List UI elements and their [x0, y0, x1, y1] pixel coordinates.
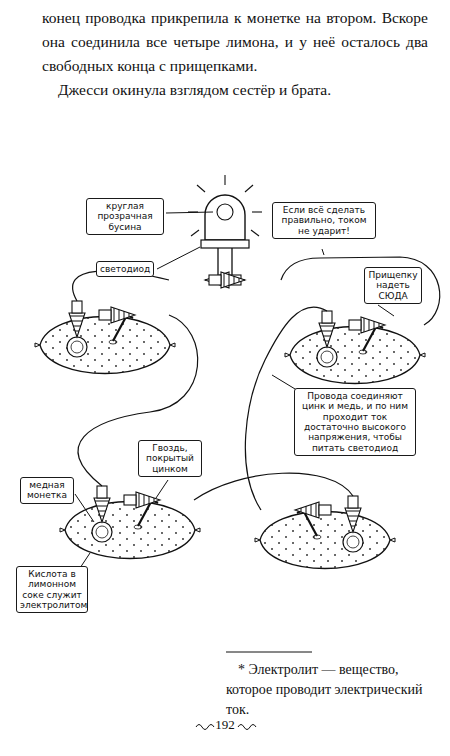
callout-text: круглая прозрачная бусина — [90, 201, 160, 232]
callout-text: Прищепку надеть СЮДА — [368, 270, 418, 301]
lemon — [35, 301, 175, 374]
callout-box: светодиод — [96, 261, 154, 277]
lemon — [60, 486, 200, 559]
callout-box: Гвоздь, покрытый цинком — [138, 440, 202, 477]
callout-box: медная монетка — [20, 477, 74, 504]
callout-text: Если всё сделать правильно, током не уда… — [276, 205, 372, 236]
callout-text: медная монетка — [24, 480, 70, 501]
callout-box: круглая прозрачная бусина — [86, 198, 164, 235]
lemon — [285, 311, 425, 384]
callout-text: Гвоздь, покрытый цинком — [142, 443, 198, 474]
callout-text: Провода соединяют цинк и медь, и по ним … — [298, 391, 412, 453]
page-number: 192 — [200, 716, 250, 734]
led — [188, 175, 262, 288]
callout-box: Если всё сделать правильно, током не уда… — [272, 202, 376, 239]
body-text: конец проводка прикрепила к монетке на в… — [42, 6, 428, 78]
callout-box: Провода соединяют цинк и медь, и по ним … — [294, 388, 416, 456]
callout-box: Прищепку надеть СЮДА — [364, 267, 422, 304]
callout-box: Кислота в лимонном соке служит электроли… — [16, 566, 88, 613]
callout-text: Кислота в лимонном соке служит электроли… — [20, 569, 84, 610]
footnote: * Электролит — вещество, которое проводи… — [226, 660, 431, 720]
wires — [73, 257, 440, 510]
lemon — [255, 496, 395, 569]
callout-text: светодиод — [100, 264, 150, 274]
body-text: Джесси окинула взглядом сестёр и брата. — [42, 78, 428, 102]
